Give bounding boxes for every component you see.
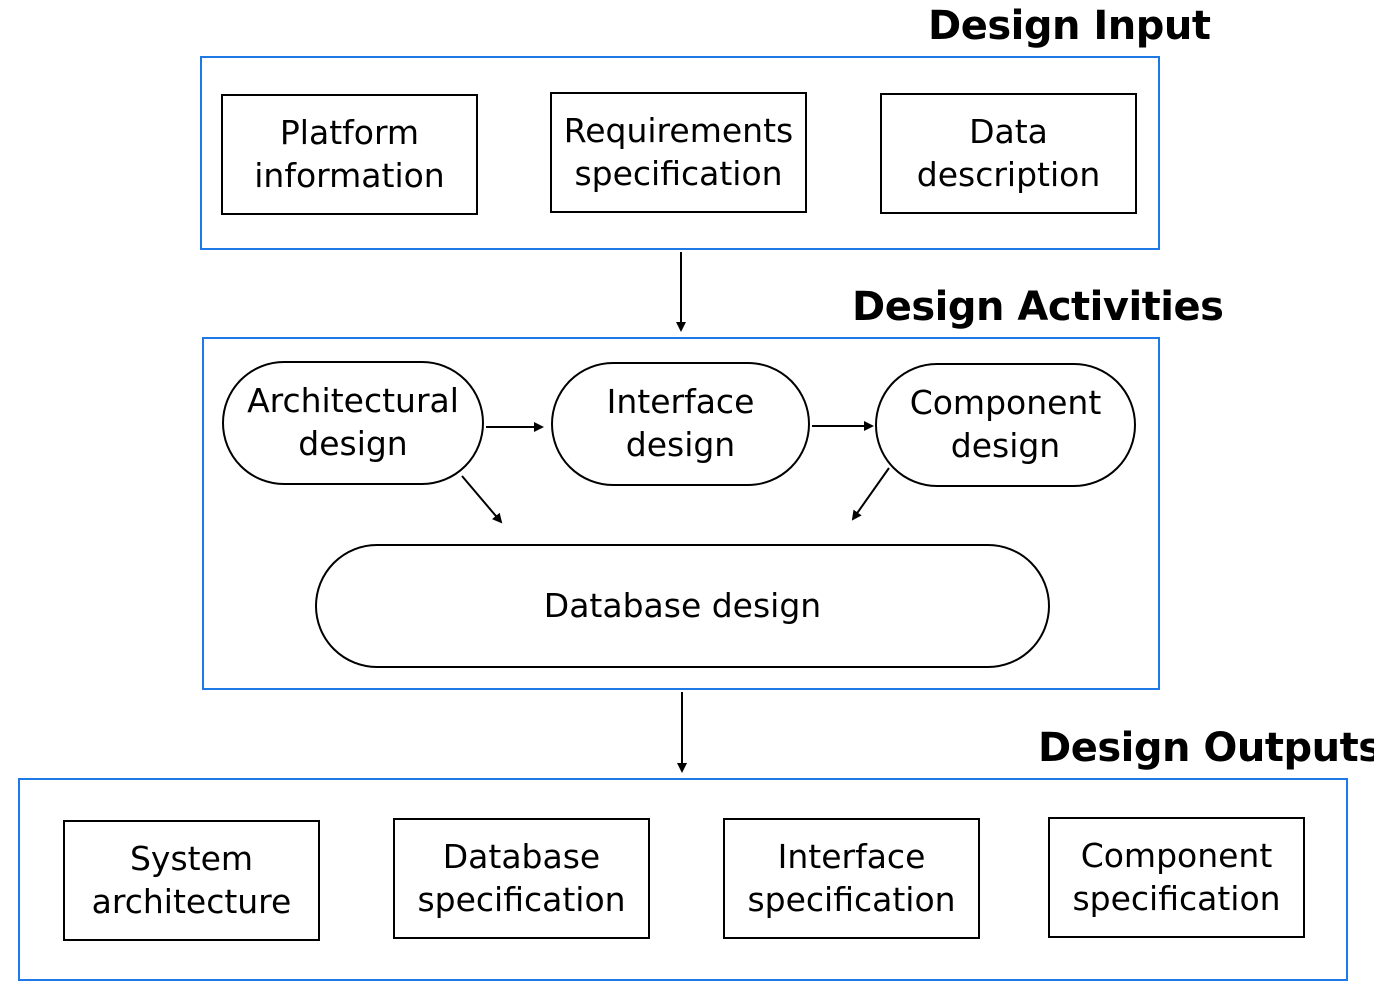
design-activities-title: Design Activities [852,284,1224,330]
component-specification-box: Component specification [1048,817,1305,938]
data-description-box: Data description [880,93,1137,214]
node-label: Database design [543,585,822,625]
box-label-line2: specification [574,153,783,193]
design-input-frame [200,56,1160,250]
box-label-line1: Requirements [563,110,794,150]
component-to-database-arrow [851,467,890,521]
node-label-line1: Architectural [247,381,459,421]
box-label-line2: specification [1072,878,1281,918]
box-label-line1: Component [1080,835,1273,875]
box-label-line2: architecture [91,881,292,921]
box-label-line1: System [129,838,254,878]
box-label-line1: Database [442,836,601,876]
design-outputs-title: Design Outputs [1038,725,1374,771]
node-label-line2: design [625,425,736,464]
box-label-line1: Interface [777,836,926,876]
box-label-line2: specification [747,879,956,919]
database-design-node: Database design [315,544,1050,668]
requirements-specification-box: Requirements specification [550,92,807,213]
architectural-design-node: Architectural design [222,361,484,485]
node-label-line1: Component [909,383,1102,423]
box-label-line2: description [916,154,1101,194]
design-input-title: Design Input [928,3,1211,49]
node-label-line1: Interface [606,382,755,422]
system-architecture-box: System architecture [63,820,320,941]
interface-specification-box: Interface specification [723,818,980,939]
node-label-line2: design [950,426,1061,465]
box-label-line2: information [254,155,445,195]
node-label-line2: design [298,424,408,463]
design-activities-frame [202,337,1160,690]
architectural-to-database-arrow [461,475,503,524]
design-outputs-frame [18,778,1348,981]
database-specification-box: Database specification [393,818,650,939]
box-label-line2: specification [417,879,626,919]
interface-design-node: Interface design [551,362,810,486]
component-design-node: Component design [875,363,1136,487]
platform-information-box: Platform information [221,94,478,215]
box-label-line1: Data [969,111,1048,151]
box-label-line1: Platform [279,112,420,152]
